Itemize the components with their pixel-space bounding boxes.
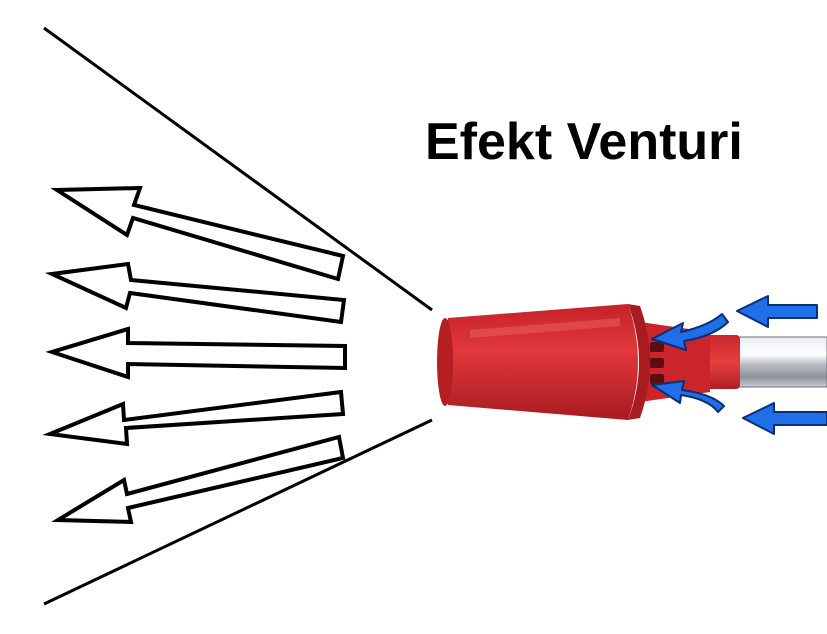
spray-arrow-icon [45,326,347,380]
spray-cone-lower-line [43,418,433,606]
air-inflow-arrow-icon [736,295,818,328]
spray-arrow-icon [44,261,347,325]
spray-arrows [42,185,347,525]
air-inflow-arrow-icon [651,313,729,351]
spray-arrow-icon [51,434,346,525]
air-inflow-arrow-icon [742,402,827,435]
air-inflow-arrow-icon [651,380,725,413]
spray-cone-upper-line [43,26,433,312]
spray-arrow-icon [50,185,346,282]
spray-arrow-icon [42,389,346,447]
diagram-title: Efekt Venturi [425,113,743,171]
silver-tube [732,336,827,388]
air-inflow-arrows [651,295,827,435]
spray-nozzle-icon [437,304,740,420]
